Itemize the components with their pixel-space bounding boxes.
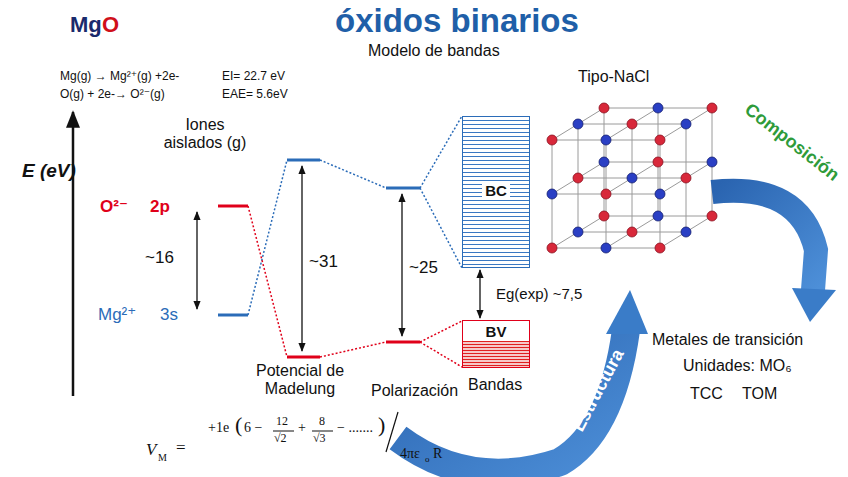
note: TOM — [742, 385, 777, 403]
oxygen-atom — [601, 189, 611, 199]
magnesium-atom — [707, 157, 717, 167]
dotted-link — [320, 342, 386, 357]
orbital-label: 2p — [150, 197, 170, 217]
formula-part: O — [102, 12, 119, 37]
magnesium-atom — [655, 189, 665, 199]
dotted-link — [420, 116, 462, 188]
formula-part: ( — [235, 412, 242, 437]
dotted-link — [420, 188, 462, 268]
valence-band: BV — [462, 320, 530, 368]
oxygen-atom — [627, 227, 637, 237]
formula-part: V — [146, 440, 156, 460]
magnesium-atom — [653, 103, 663, 113]
magnesium-atom — [547, 189, 557, 199]
magnesium-atom — [681, 227, 691, 237]
formula-part: o — [425, 454, 430, 464]
band-label: BV — [483, 322, 510, 341]
stage-label: Potencial de Madelung — [240, 362, 360, 399]
composition-arrow — [712, 191, 816, 290]
formula-part: + — [298, 420, 306, 436]
formula-part: R — [433, 446, 442, 462]
stage-label: Iones aislados (g) — [160, 116, 250, 153]
oxygen-atom — [707, 211, 717, 221]
oxygen-atom — [655, 135, 665, 145]
magnesium-atom — [573, 227, 583, 237]
dotted-link — [320, 160, 386, 188]
dotted-link — [420, 342, 462, 367]
formula-part: ) — [378, 412, 385, 437]
formula-part: √3 — [313, 432, 326, 446]
oxygen-atom — [547, 243, 557, 253]
formula-part: M — [158, 452, 167, 464]
oxygen-atom — [573, 173, 583, 183]
gap-connector — [479, 270, 480, 318]
energy-value: EAE= 5.6eV — [222, 88, 288, 102]
oxygen-atom — [627, 119, 637, 129]
o2p-level — [218, 205, 248, 208]
note: Metales de transición — [652, 331, 803, 349]
oxygen-atom — [547, 135, 557, 145]
formula-part: = — [176, 438, 186, 458]
dotted-link — [248, 160, 287, 315]
gap-value: ~25 — [409, 258, 438, 278]
dotted-link — [420, 321, 462, 342]
equation: Mg(g) → Mg²⁺(g) +2e- — [60, 70, 179, 84]
energy-axis — [72, 112, 75, 396]
polar-vb-level — [386, 341, 420, 344]
oxygen-atom — [653, 157, 663, 167]
ion-label: O²⁻ — [100, 197, 128, 217]
axis-label: E (eV) — [22, 160, 76, 182]
conduction-band: BC — [462, 116, 530, 268]
arrow-label: Composición — [741, 99, 844, 185]
nacl-crystal — [547, 103, 717, 253]
note: TCC — [690, 385, 723, 403]
title: óxidos binarios — [335, 2, 579, 40]
formula-part: 12 — [276, 415, 288, 429]
magnesium-atom — [599, 157, 609, 167]
subtitle: Modelo de bandas — [368, 42, 500, 60]
note: Unidades: MO₆ — [683, 357, 792, 375]
oxygen-atom — [707, 103, 717, 113]
division-slash — [386, 412, 398, 452]
gap-arrow — [301, 166, 302, 351]
stage-label: Bandas — [468, 376, 522, 394]
stage-label: Polarización — [371, 382, 458, 400]
magnesium-atom — [601, 135, 611, 145]
mg3s-level — [218, 314, 248, 317]
energy-value: EI= 22.7 eV — [222, 70, 285, 84]
magnesium-atom — [601, 243, 611, 253]
magnesium-atom — [573, 119, 583, 129]
band-label: BC — [482, 181, 510, 200]
composition-arrowhead — [792, 288, 836, 322]
ion-label: Mg²⁺ — [98, 305, 136, 325]
oxygen-atom — [681, 173, 691, 183]
formula-part: 4πε — [400, 446, 420, 462]
formula-part: Mg — [70, 12, 102, 37]
dotted-link — [248, 206, 287, 357]
formula-part: 8 — [319, 415, 325, 429]
gap-value: ~31 — [309, 252, 338, 272]
oxygen-atom — [599, 211, 609, 221]
oxygen-atom — [655, 243, 665, 253]
equation: O(g) + 2e-→ O²⁻(g) — [60, 88, 165, 102]
gap-value: ~16 — [145, 248, 174, 268]
madelung-cb-level — [287, 159, 320, 162]
formula-part: +1e — [208, 420, 229, 436]
formula-part: 6 − — [244, 420, 262, 436]
magnesium-atom — [653, 211, 663, 221]
gap-arrow — [196, 212, 197, 309]
magnesium-atom — [627, 173, 637, 183]
gap-arrow — [401, 194, 402, 336]
structure-arrowhead — [606, 290, 648, 334]
magnesium-atom — [681, 119, 691, 129]
orbital-label: 3s — [160, 305, 178, 325]
edge-label: Eg(exp) ~7,5 — [496, 285, 582, 302]
oxygen-atom — [599, 103, 609, 113]
formula-part: √2 — [274, 432, 287, 446]
structure-label: Tipo-NaCl — [578, 68, 649, 86]
madelung-vb-level — [287, 356, 320, 359]
formula-part: − ....... — [337, 420, 373, 436]
polar-cb-level — [386, 187, 420, 190]
